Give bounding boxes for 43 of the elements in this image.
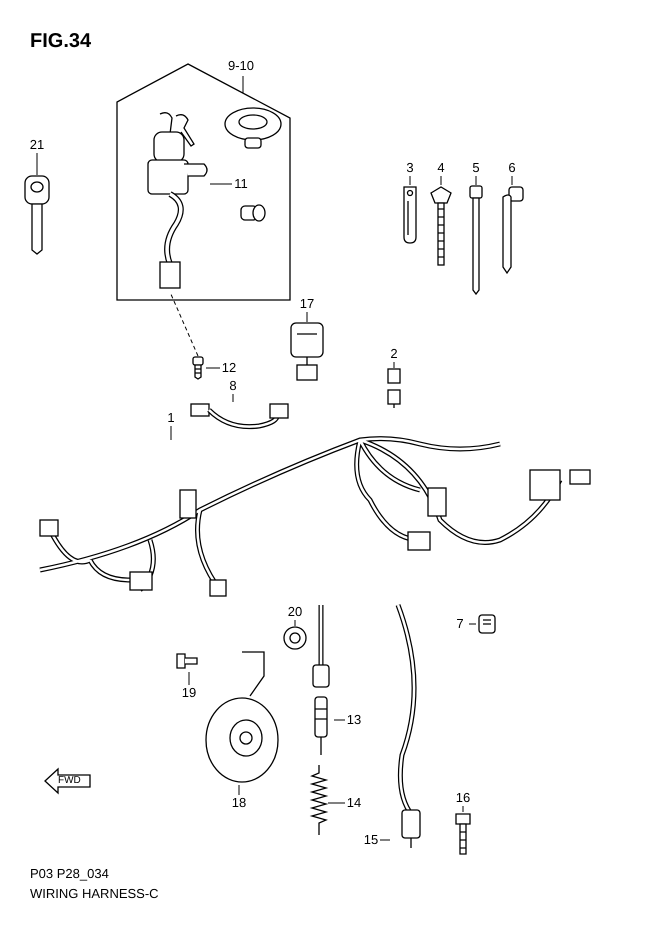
connector-drawing: [386, 368, 402, 408]
leader-line: [306, 312, 308, 322]
callout-number: 21: [28, 137, 46, 153]
drawing-code: P03 P28_034: [30, 866, 109, 881]
kit-outline: [115, 62, 292, 302]
drawing-caption: WIRING HARNESS-C: [30, 886, 159, 901]
callout-number: 11: [232, 176, 250, 192]
leader-line: [170, 426, 172, 440]
leader-line: [440, 176, 442, 186]
callout-number: 12: [220, 360, 238, 376]
clamp-drawing: [476, 612, 498, 636]
leader-line: [36, 152, 38, 176]
callout-number: 4: [432, 160, 450, 176]
callout-number: 15: [362, 832, 380, 848]
grommet-drawing: [282, 626, 308, 650]
callout-number: 18: [230, 795, 248, 811]
callout-number: 5: [467, 160, 485, 176]
callout-number: 17: [298, 296, 316, 312]
callout-number: 1: [162, 410, 180, 426]
leader-line: [170, 292, 198, 356]
callout-number: 9-10: [224, 58, 258, 76]
callout-number: 19: [180, 685, 198, 701]
leader-line: [232, 394, 234, 402]
screw-drawing: [190, 356, 206, 380]
leader-line: [242, 76, 244, 94]
direction-label: FWD: [58, 775, 81, 787]
callout-number: 6: [503, 160, 521, 176]
leader-line: [462, 806, 464, 812]
callout-number: 8: [224, 378, 242, 394]
callout-number: 16: [454, 790, 472, 806]
callout-number: 3: [401, 160, 419, 176]
leader-line: [238, 784, 240, 796]
leader-line: [188, 672, 190, 686]
leader-line: [328, 802, 346, 804]
callout-number: 7: [451, 616, 469, 632]
key-drawing: [22, 175, 52, 255]
callout-number: 14: [345, 795, 363, 811]
callout-number: 20: [286, 604, 304, 620]
bolt-drawing: [453, 812, 473, 857]
leader-line: [294, 620, 296, 626]
callout-number: 2: [385, 346, 403, 362]
figure-title: FIG.34: [30, 30, 92, 53]
callout-number: 13: [345, 712, 363, 728]
